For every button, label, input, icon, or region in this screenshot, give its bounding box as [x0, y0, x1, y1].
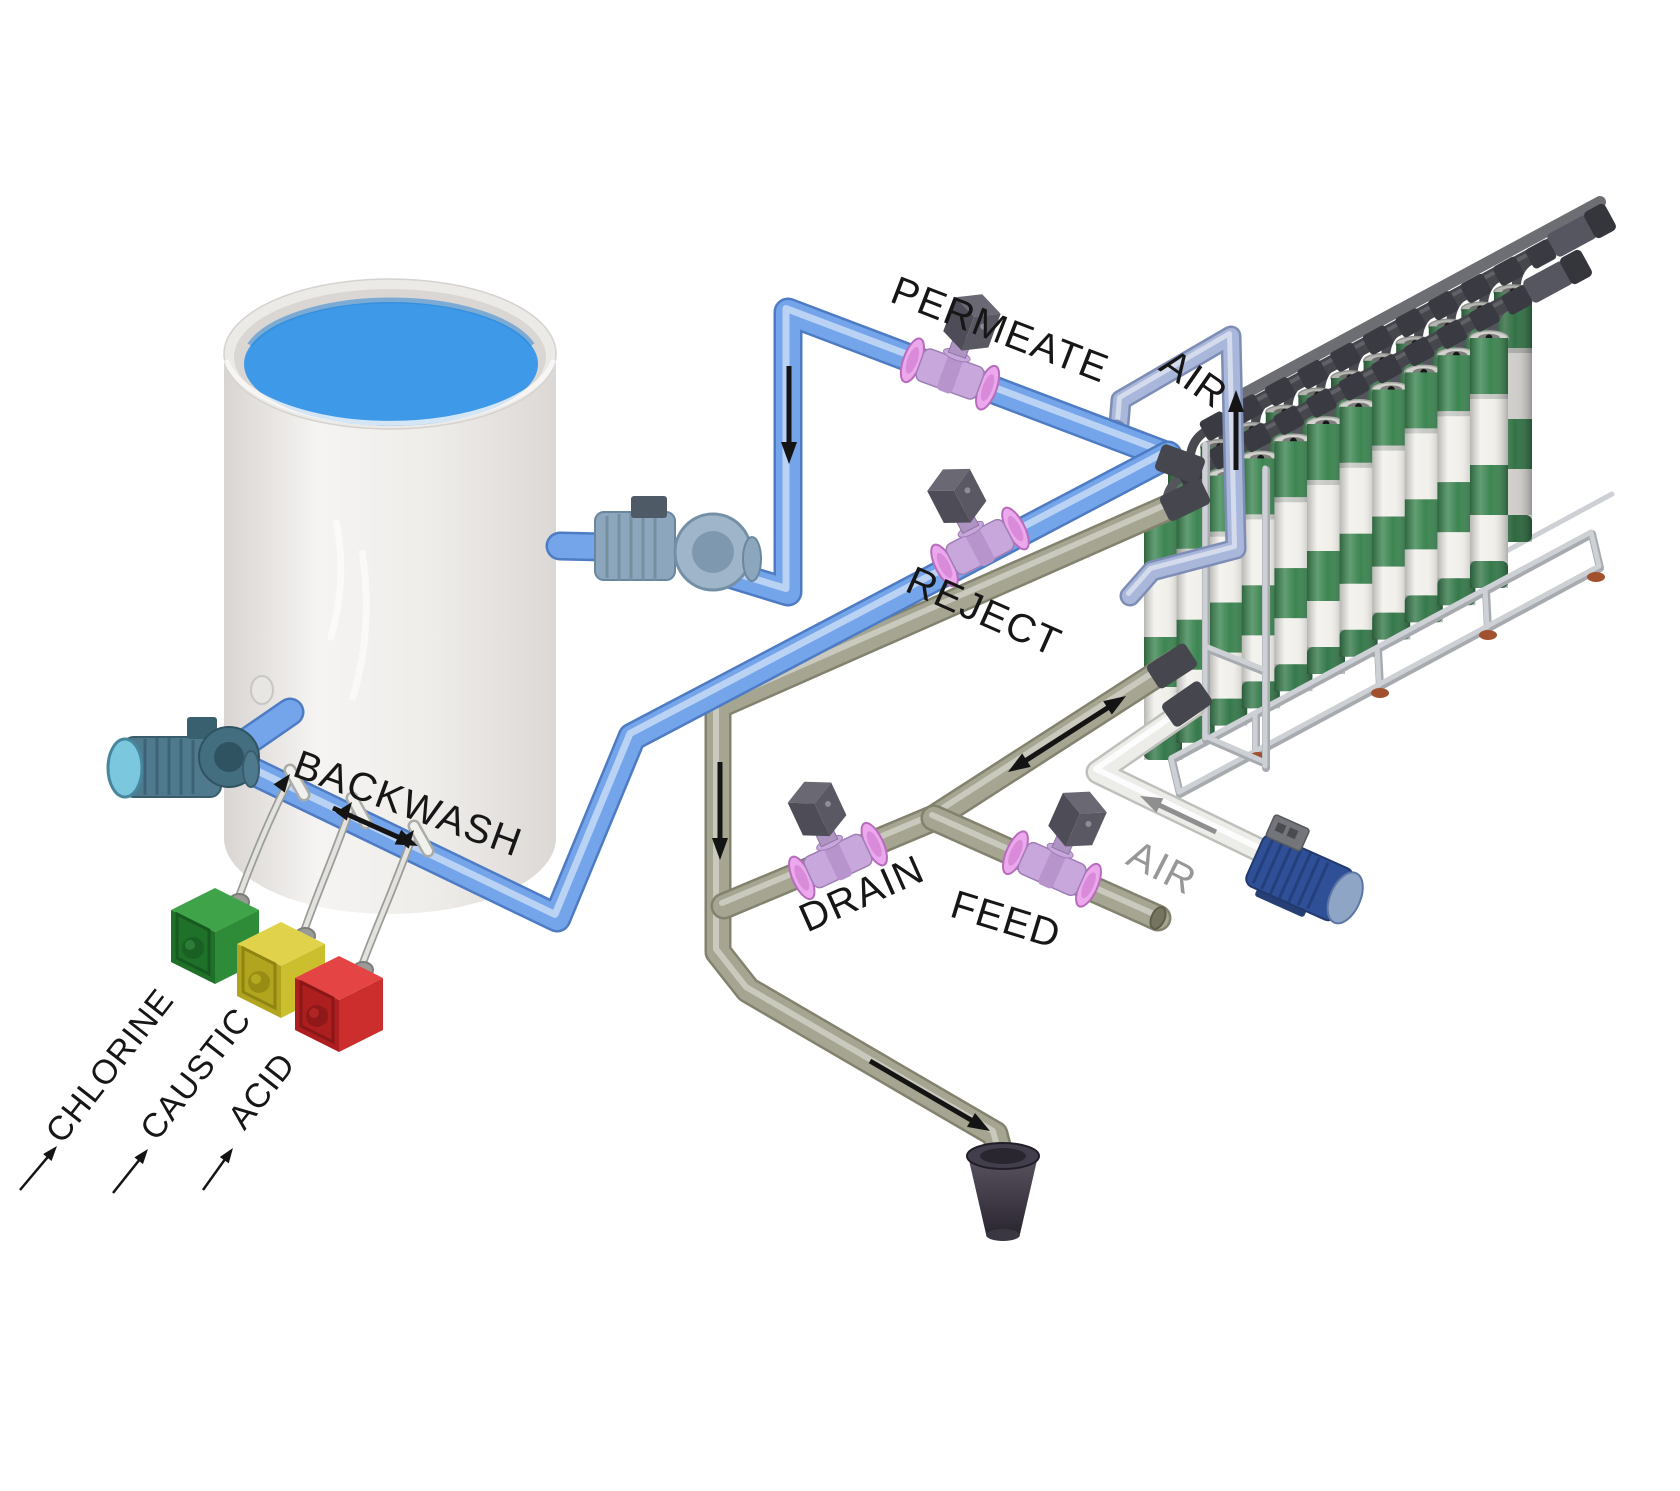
flow-arrows [19, 366, 1244, 1194]
flow-arrow-drain-to-funnel [868, 1058, 990, 1131]
floor-drain-funnel [966, 1142, 1040, 1241]
backwash-tank [223, 278, 557, 914]
flow-arrow-air-blower-flow [1140, 796, 1218, 835]
air-scour-blower [1245, 814, 1364, 925]
flow-arrow-reject-down [712, 762, 728, 860]
rack-foot [1479, 630, 1497, 640]
tank-nozzle [250, 675, 274, 705]
feed-branch-pipe [932, 815, 1169, 931]
flow-arrow-acid-label [201, 1148, 233, 1191]
backwash-pump [106, 717, 260, 799]
flow-arrow-permeate-down [781, 366, 797, 464]
flow-arrow-chlorine-inject [273, 774, 290, 793]
rack-left-posts [1202, 441, 1270, 772]
rack-foot [1587, 572, 1605, 582]
permeate-transfer-pump [594, 496, 762, 592]
flow-arrow-air-scour-up [1228, 390, 1244, 470]
flow-arrow-feed-bidirectional [1008, 696, 1126, 772]
rear-manifold-pipe [1234, 196, 1606, 402]
flow-arrow-caustic-inject [335, 802, 352, 821]
flow-arrow-chlorine-label [19, 1146, 57, 1191]
rack-frame [1168, 529, 1605, 798]
feed-open-end [1149, 906, 1167, 930]
flow-arrow-caustic-label [112, 1149, 148, 1194]
caustic-dosing-pump [237, 922, 325, 1018]
rack-foot [1371, 688, 1389, 698]
tank-water [244, 297, 538, 426]
rack-port-connectors [1146, 444, 1212, 727]
membrane-rack [1144, 196, 1616, 798]
acid-dosing-pump [295, 956, 383, 1052]
flow-arrow-acid-inject [397, 830, 414, 849]
